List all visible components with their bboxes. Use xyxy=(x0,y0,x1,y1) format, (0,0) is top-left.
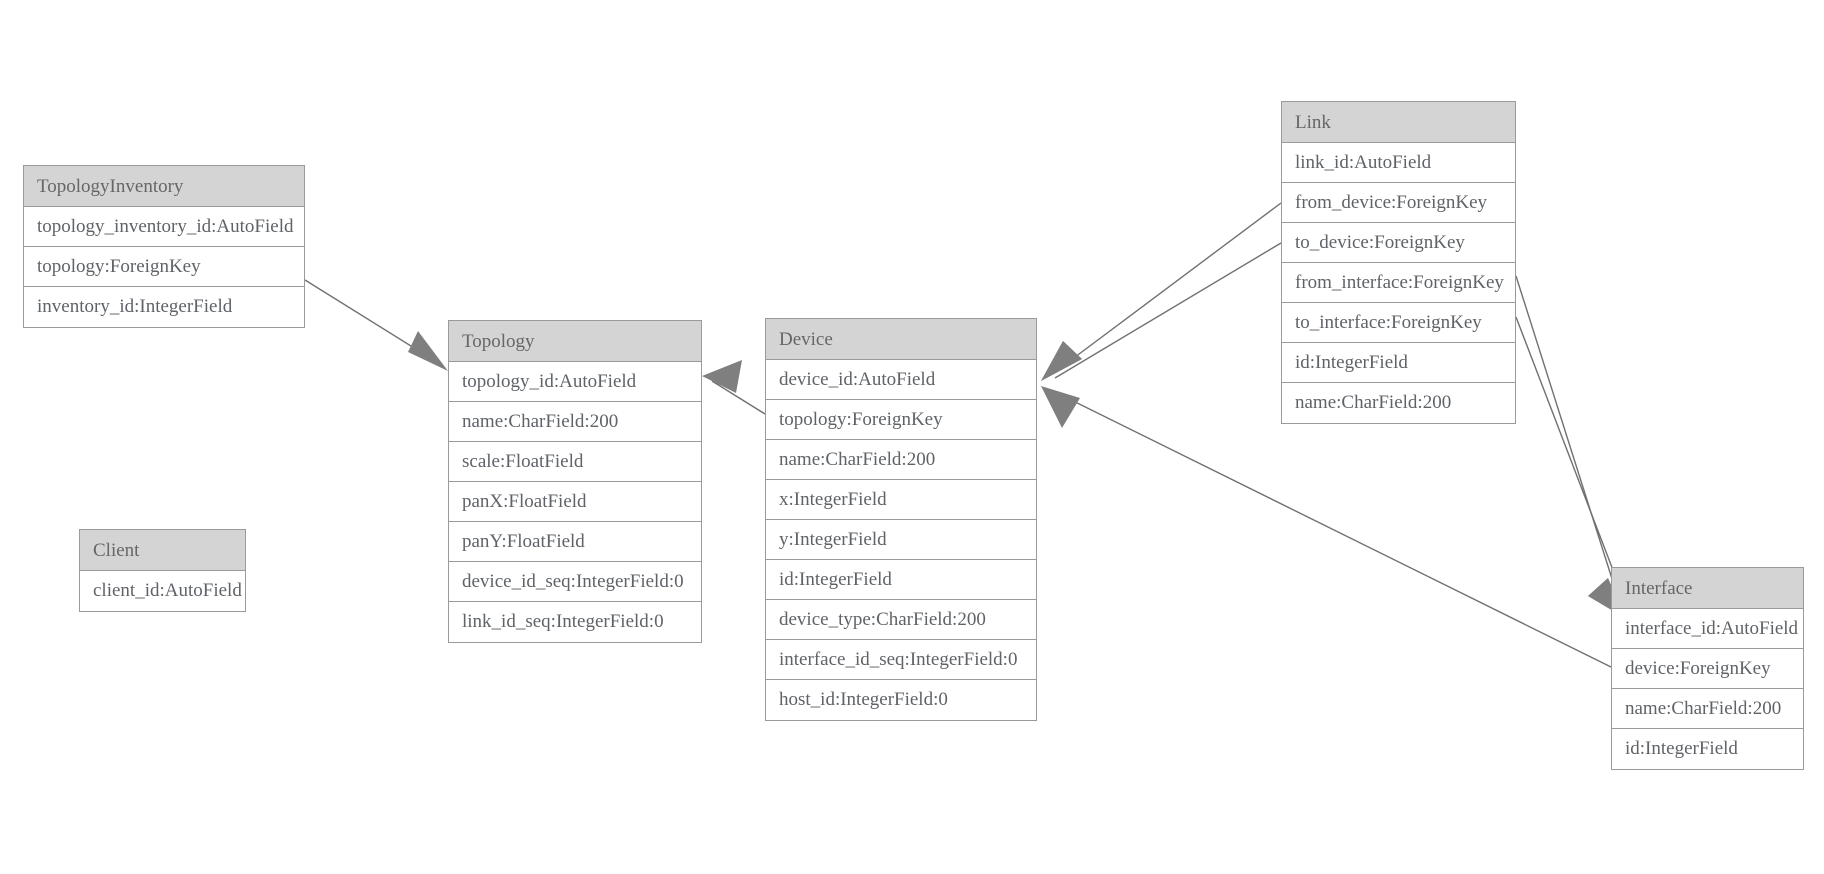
entity-field-row[interactable]: x:IntegerField xyxy=(766,480,1036,520)
edge-link-interface-to xyxy=(1515,316,1627,618)
entity-field-row[interactable]: device:ForeignKey xyxy=(1612,649,1803,689)
entity-field-row[interactable]: id:IntegerField xyxy=(766,560,1036,600)
relationship-line xyxy=(1515,316,1627,605)
entity-title-client: Client xyxy=(80,530,245,571)
entity-title-topology: Topology xyxy=(449,321,701,362)
entity-field-row[interactable]: topology_id:AutoField xyxy=(449,362,701,402)
entity-field-row[interactable]: id:IntegerField xyxy=(1282,343,1515,383)
entity-field-row[interactable]: name:CharField:200 xyxy=(766,440,1036,480)
arrowhead-icon xyxy=(408,331,448,371)
entity-field-row[interactable]: from_interface:ForeignKey xyxy=(1282,263,1515,303)
relationship-line xyxy=(1054,391,1612,668)
arrowhead-icon xyxy=(1041,341,1082,381)
relationship-line xyxy=(1515,275,1621,605)
relationship-line xyxy=(304,279,444,367)
entity-title-topology-inventory: TopologyInventory xyxy=(24,166,304,207)
arrowhead-icon xyxy=(1041,341,1082,381)
entity-field-row[interactable]: id:IntegerField xyxy=(1612,729,1803,769)
entity-field-row[interactable]: device_type:CharField:200 xyxy=(766,600,1036,640)
entity-title-device: Device xyxy=(766,319,1036,360)
edge-link-device-to xyxy=(1041,242,1282,381)
edge-link-device-from xyxy=(1041,202,1282,381)
entity-field-row[interactable]: client_id:AutoField xyxy=(80,571,245,611)
entity-field-row[interactable]: panX:FloatField xyxy=(449,482,701,522)
arrowhead-icon xyxy=(702,360,742,393)
entity-field-row[interactable]: link_id:AutoField xyxy=(1282,143,1515,183)
entity-field-row[interactable]: name:CharField:200 xyxy=(1282,383,1515,423)
entity-field-row[interactable]: device_id_seq:IntegerField:0 xyxy=(449,562,701,602)
entity-field-row[interactable]: name:CharField:200 xyxy=(449,402,701,442)
entity-field-row[interactable]: interface_id:AutoField xyxy=(1612,609,1803,649)
entity-field-row[interactable]: topology_inventory_id:AutoField xyxy=(24,207,304,247)
entity-field-row[interactable]: to_interface:ForeignKey xyxy=(1282,303,1515,343)
entity-field-row[interactable]: topology:ForeignKey xyxy=(24,247,304,287)
relationship-line xyxy=(1054,242,1282,379)
arrowhead-icon xyxy=(1041,386,1080,428)
edge-interface-device xyxy=(1041,386,1612,668)
entity-title-link: Link xyxy=(1282,102,1515,143)
entity-field-row[interactable]: scale:FloatField xyxy=(449,442,701,482)
entity-field-row[interactable]: interface_id_seq:IntegerField:0 xyxy=(766,640,1036,680)
edge-device-topology xyxy=(702,360,766,415)
entity-field-row[interactable]: y:IntegerField xyxy=(766,520,1036,560)
edge-topologyinventory-topology xyxy=(304,279,448,371)
entity-title-interface: Interface xyxy=(1612,568,1803,609)
edge-link-interface-from xyxy=(1515,275,1625,618)
entity-field-row[interactable]: panY:FloatField xyxy=(449,522,701,562)
entity-field-row[interactable]: inventory_id:IntegerField xyxy=(24,287,304,327)
entity-field-row[interactable]: from_device:ForeignKey xyxy=(1282,183,1515,223)
entity-field-row[interactable]: link_id_seq:IntegerField:0 xyxy=(449,602,701,642)
relationship-line xyxy=(1054,202,1282,373)
entity-field-row[interactable]: name:CharField:200 xyxy=(1612,689,1803,729)
entity-field-row[interactable]: topology:ForeignKey xyxy=(766,400,1036,440)
relationship-line xyxy=(711,380,766,415)
entity-field-row[interactable]: host_id:IntegerField:0 xyxy=(766,680,1036,720)
entity-field-row[interactable]: device_id:AutoField xyxy=(766,360,1036,400)
entity-field-row[interactable]: to_device:ForeignKey xyxy=(1282,223,1515,263)
